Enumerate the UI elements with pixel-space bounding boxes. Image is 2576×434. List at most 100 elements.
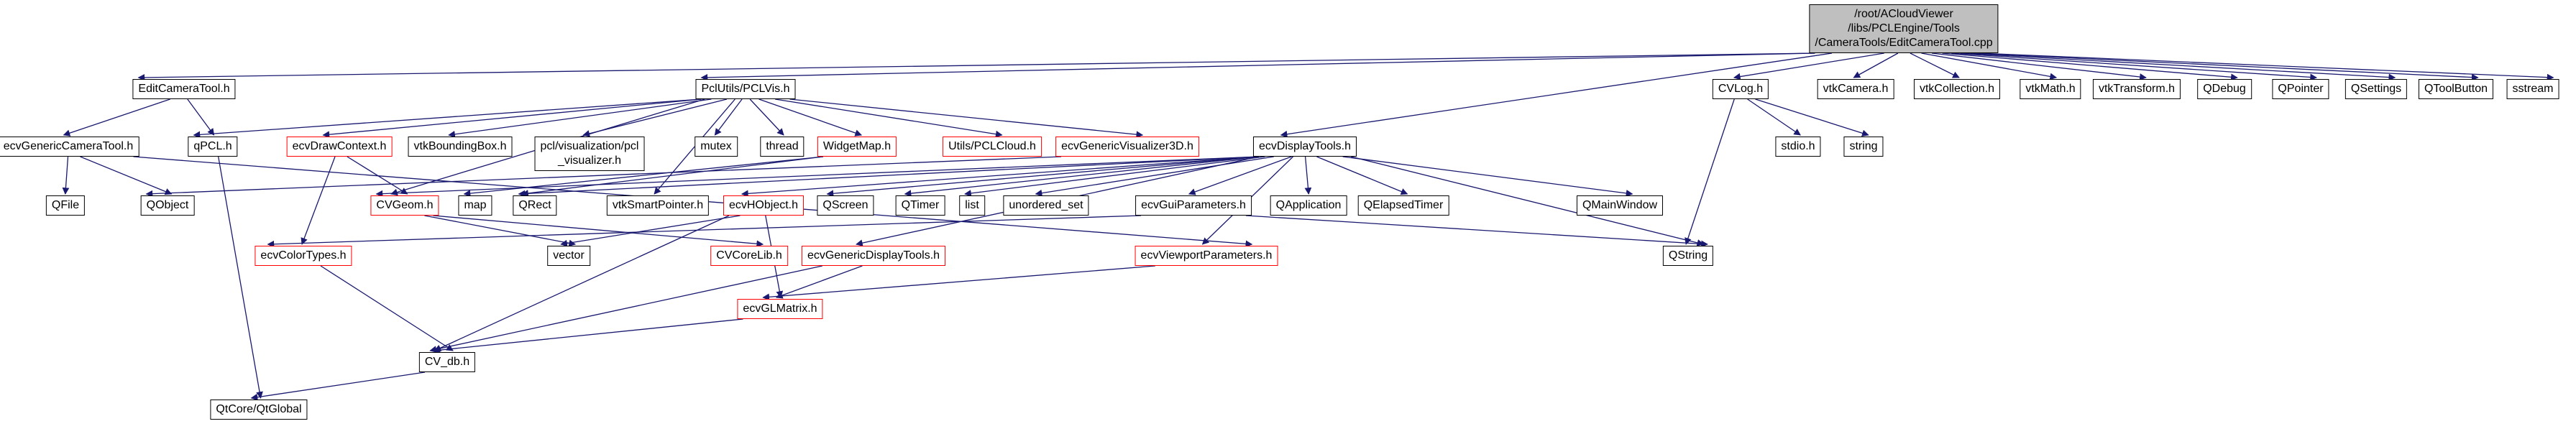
graph-node-label: QRect bbox=[518, 199, 551, 211]
graph-node-cvgeom-h[interactable]: CVGeom.h bbox=[370, 195, 439, 216]
graph-edge-main-cpp-to-editcameratool-h bbox=[137, 52, 1815, 81]
graph-node-label: CV_db.h bbox=[424, 356, 470, 368]
graph-edge-main-cpp-to-pclvis-h bbox=[700, 52, 1815, 81]
graph-node-ecvgenericdisplaytools-h[interactable]: ecvGenericDisplayTools.h bbox=[801, 246, 946, 266]
graph-edge-pclvis-h-to-thread bbox=[749, 98, 784, 136]
graph-node-label: thread bbox=[766, 140, 799, 152]
graph-node-string: string bbox=[1843, 137, 1884, 157]
graph-node-qobject: QObject bbox=[140, 195, 195, 216]
graph-node-qmainwindow: QMainWindow bbox=[1576, 195, 1664, 216]
graph-edge-pclvis-h-to-ecvgenericvisualizer3d-h bbox=[789, 98, 1144, 138]
graph-node-ecvhobject-h[interactable]: ecvHObject.h bbox=[723, 195, 805, 216]
graph-node-cv-db-h[interactable]: CV_db.h bbox=[418, 352, 476, 372]
graph-node-main-cpp: /root/ACloudViewer/libs/PCLEngine/Tools/… bbox=[1809, 4, 1999, 53]
graph-edge-ecvdrawcontext-h-to-ecvcolortypes-h bbox=[301, 156, 336, 245]
graph-edge-widgetmap-h-to-qrect bbox=[521, 156, 824, 197]
graph-node-label: vtkSmartPointer.h bbox=[612, 199, 704, 211]
graph-node-label: ecvGenericVisualizer3D.h bbox=[1061, 140, 1193, 152]
graph-node-pclvis-h[interactable]: PclUtils/PCLVis.h bbox=[695, 79, 796, 99]
graph-node-label: QPointer bbox=[2278, 83, 2324, 95]
graph-node-label: PclUtils/PCLVis.h bbox=[701, 83, 790, 95]
graph-node-pclcloud-h[interactable]: Utils/PCLCloud.h bbox=[943, 137, 1042, 157]
graph-node-ecvgenericcameratool-h[interactable]: ecvGenericCameraTool.h bbox=[0, 137, 139, 157]
graph-edge-ecvdisplaytools-h-to-qrect bbox=[518, 156, 1260, 198]
graph-edge-ecvguiparameters-h-to-ecvcolortypes-h bbox=[267, 215, 1142, 248]
graph-edge-ecvglmatrix-h-to-cv-db-h bbox=[433, 318, 743, 354]
graph-edge-ecvhobject-h-to-vector bbox=[560, 215, 741, 247]
graph-edge-main-cpp-to-qdebug bbox=[1942, 52, 2238, 81]
graph-node-label: QFile bbox=[51, 199, 80, 211]
graph-node-qtoolbutton: QToolButton bbox=[2418, 79, 2494, 99]
graph-edge-ecvviewportparameters-h-to-ecvglmatrix-h bbox=[762, 265, 1155, 301]
graph-node-qfile: QFile bbox=[45, 195, 86, 216]
graph-node-label: QSettings bbox=[2350, 83, 2402, 95]
graph-node-sstream: sstream bbox=[2506, 79, 2559, 99]
graph-node-qsettings: QSettings bbox=[2344, 79, 2408, 99]
graph-node-label: QScreen bbox=[822, 199, 868, 211]
graph-node-label: Utils/PCLCloud.h bbox=[948, 140, 1036, 152]
graph-node-vtkmath-h: vtkMath.h bbox=[2020, 79, 2081, 99]
graph-node-ecvguiparameters-h[interactable]: ecvGuiParameters.h bbox=[1135, 195, 1252, 216]
graph-node-ecvgenericvisualizer3d-h[interactable]: ecvGenericVisualizer3D.h bbox=[1055, 137, 1199, 157]
graph-edge-ecvcolortypes-h-to-cv-db-h bbox=[320, 265, 454, 351]
graph-node-ecvdrawcontext-h[interactable]: ecvDrawContext.h bbox=[286, 137, 393, 157]
graph-edge-main-cpp-to-ecvdisplaytools-h bbox=[1280, 52, 1833, 138]
graph-edge-ecvguiparameters-h-to-qstring bbox=[1245, 215, 1708, 248]
graph-node-label: vtkMath.h bbox=[2025, 83, 2076, 95]
graph-node-list: list bbox=[959, 195, 985, 216]
graph-node-label: ecvGenericCameraTool.h bbox=[3, 140, 134, 152]
graph-node-label: QToolButton bbox=[2424, 83, 2488, 95]
graph-node-qstring: QString bbox=[1662, 246, 1714, 266]
graph-edge-main-cpp-to-vtktransform-h bbox=[1931, 52, 2147, 80]
graph-node-label: stdio.h bbox=[1781, 140, 1815, 152]
graph-node-widgetmap-h[interactable]: WidgetMap.h bbox=[817, 137, 897, 157]
graph-edge-cvlog-h-to-qstring bbox=[1685, 98, 1735, 245]
graph-node-ecvdisplaytools-h[interactable]: ecvDisplayTools.h bbox=[1252, 137, 1357, 157]
graph-node-editcameratool-h[interactable]: EditCameraTool.h bbox=[132, 79, 236, 99]
graph-node-qtcore-qtglobal: QtCore/QtGlobal bbox=[210, 400, 308, 420]
graph-node-map: map bbox=[458, 195, 492, 216]
graph-node-label: QtCore/QtGlobal bbox=[216, 403, 302, 415]
graph-node-cvlog-h[interactable]: CVLog.h bbox=[1712, 79, 1769, 99]
graph-node-label: vtkCamera.h bbox=[1823, 83, 1889, 95]
graph-node-label: ecvHObject.h bbox=[728, 199, 799, 211]
graph-edge-main-cpp-to-vtkcollection-h bbox=[1910, 52, 1960, 78]
graph-node-label: /CameraTools/EditCameraTool.cpp bbox=[1815, 37, 1993, 49]
graph-node-label: EditCameraTool.h bbox=[138, 83, 230, 95]
graph-node-qtimer: QTimer bbox=[895, 195, 945, 216]
graph-node-label: qPCL.h bbox=[193, 140, 232, 152]
graph-node-label: /libs/PCLEngine/Tools bbox=[1848, 22, 1960, 34]
graph-node-vtksmartpointer-h: vtkSmartPointer.h bbox=[606, 195, 710, 216]
graph-edge-main-cpp-to-cvlog-h bbox=[1733, 52, 1884, 80]
graph-edge-ecvdrawcontext-h-to-cvgeom-h bbox=[347, 156, 408, 195]
graph-edge-ecvdisplaytools-h-to-qmainwindow bbox=[1342, 156, 1633, 197]
graph-node-label: vtkTransform.h bbox=[2098, 83, 2176, 95]
graph-edge-main-cpp-to-vtkmath-h bbox=[1921, 52, 2058, 80]
graph-node-pcl-visualizer-h: pcl/visualization/pcl _visualizer.h bbox=[534, 137, 645, 171]
graph-node-mutex: mutex bbox=[695, 137, 738, 157]
graph-node-qdebug: QDebug bbox=[2197, 79, 2252, 99]
graph-node-cvcorelib-h[interactable]: CVCoreLib.h bbox=[710, 246, 788, 266]
graph-edge-ecvdisplaytools-h-to-qelapsedtimer bbox=[1316, 156, 1408, 195]
graph-node-ecvglmatrix-h[interactable]: ecvGLMatrix.h bbox=[737, 299, 823, 319]
graph-node-label: QDebug bbox=[2203, 83, 2246, 95]
graph-edge-cvgeom-h-to-cvcorelib-h bbox=[433, 215, 764, 248]
graph-edge-cv-db-h-to-qtcore-qtglobal bbox=[250, 371, 426, 401]
graph-node-stdio-h: stdio.h bbox=[1775, 137, 1821, 157]
graph-node-ecvcolortypes-h[interactable]: ecvColorTypes.h bbox=[255, 246, 352, 266]
graph-node-label: ecvViewportParameters.h bbox=[1140, 249, 1273, 262]
graph-node-vtktransform-h: vtkTransform.h bbox=[2092, 79, 2181, 99]
graph-node-label: QElapsedTimer bbox=[1363, 199, 1444, 211]
graph-node-label: map bbox=[464, 199, 487, 211]
graph-edge-main-cpp-to-sstream bbox=[1979, 52, 2554, 81]
graph-node-label: QTimer bbox=[901, 199, 940, 211]
graph-node-label: pcl/visualization/pcl bbox=[540, 140, 639, 152]
graph-node-qpcl-h[interactable]: qPCL.h bbox=[188, 137, 238, 157]
graph-node-label: _visualizer.h bbox=[557, 154, 622, 167]
graph-edge-cvlog-h-to-string bbox=[1755, 98, 1869, 137]
graph-edge-ecvgenericcameratool-h-to-qfile bbox=[62, 156, 70, 195]
graph-node-label: WidgetMap.h bbox=[822, 140, 891, 152]
graph-node-ecvviewportparameters-h[interactable]: ecvViewportParameters.h bbox=[1135, 246, 1278, 266]
graph-edge-ecvdisplaytools-h-to-list bbox=[964, 156, 1265, 197]
